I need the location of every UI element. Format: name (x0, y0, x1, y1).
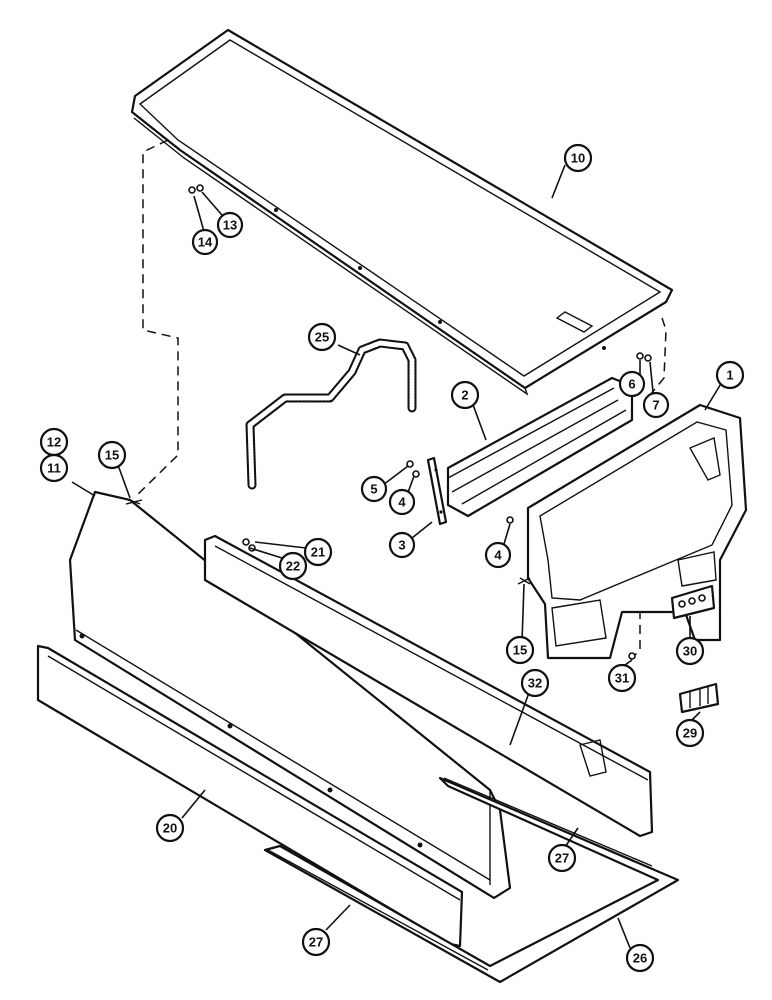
callout-12: 12 (39, 427, 69, 457)
svg-text:22: 22 (286, 559, 300, 574)
switch-plate (670, 584, 716, 620)
callout-4-upper: 4 (388, 488, 416, 516)
callout-5: 5 (360, 475, 388, 503)
callout-14: 14 (191, 228, 219, 256)
svg-text:6: 6 (628, 377, 635, 392)
svg-text:4: 4 (398, 495, 406, 510)
strap-plate (426, 456, 448, 526)
seal-strip-rear (443, 777, 653, 867)
callout-11: 11 (39, 453, 69, 483)
svg-text:30: 30 (683, 644, 697, 659)
callout-22: 22 (278, 551, 308, 581)
svg-text:11: 11 (47, 461, 61, 476)
callout-1: 1 (715, 360, 745, 390)
callout-25: 25 (307, 322, 337, 352)
floor-mat (263, 776, 680, 984)
svg-text:4: 4 (494, 548, 502, 563)
seal-strip-front (267, 849, 489, 971)
rear-rail (203, 534, 654, 838)
callout-15-left: 15 (97, 440, 127, 470)
svg-text:12: 12 (47, 435, 61, 450)
svg-text:13: 13 (223, 218, 237, 233)
svg-text:32: 32 (528, 676, 542, 691)
svg-text:27: 27 (309, 935, 323, 950)
callout-32: 32 (520, 668, 550, 698)
callout-26: 26 (625, 943, 655, 973)
svg-text:29: 29 (683, 726, 697, 741)
callout-15-right: 15 (505, 635, 535, 665)
callout-21: 21 (303, 537, 333, 567)
svg-text:3: 3 (398, 538, 405, 553)
svg-text:26: 26 (633, 951, 647, 966)
svg-text:1: 1 (726, 368, 733, 383)
svg-text:14: 14 (198, 235, 213, 250)
hardware (125, 184, 652, 660)
svg-text:10: 10 (571, 151, 585, 166)
callout-30: 30 (675, 636, 705, 666)
svg-text:25: 25 (315, 330, 329, 345)
gasket-seal (245, 338, 417, 490)
callout-4-lower: 4 (484, 541, 512, 569)
svg-text:7: 7 (652, 398, 659, 413)
callout-27-left: 27 (301, 927, 331, 957)
svg-text:20: 20 (163, 821, 177, 836)
switch-bracket (678, 682, 720, 714)
svg-text:21: 21 (311, 545, 325, 560)
callout-31: 31 (607, 663, 637, 693)
svg-text:15: 15 (105, 448, 119, 463)
callout-2: 2 (450, 380, 480, 410)
top-cover-panel (130, 28, 674, 396)
svg-text:31: 31 (615, 671, 629, 686)
callout-7: 7 (642, 391, 670, 419)
callout-3: 3 (388, 531, 416, 559)
svg-text:27: 27 (555, 851, 569, 866)
lower-trim-strip (36, 644, 464, 948)
callout-10: 10 (563, 143, 593, 173)
svg-text:15: 15 (513, 643, 527, 658)
svg-text:2: 2 (461, 388, 468, 403)
callout-6: 6 (618, 370, 646, 398)
callout-20: 20 (155, 813, 185, 843)
callout-27-right: 27 (547, 843, 577, 873)
callout-29: 29 (675, 718, 705, 748)
svg-text:5: 5 (370, 482, 377, 497)
callout-13: 13 (216, 211, 244, 239)
channel-bracket (446, 376, 634, 518)
